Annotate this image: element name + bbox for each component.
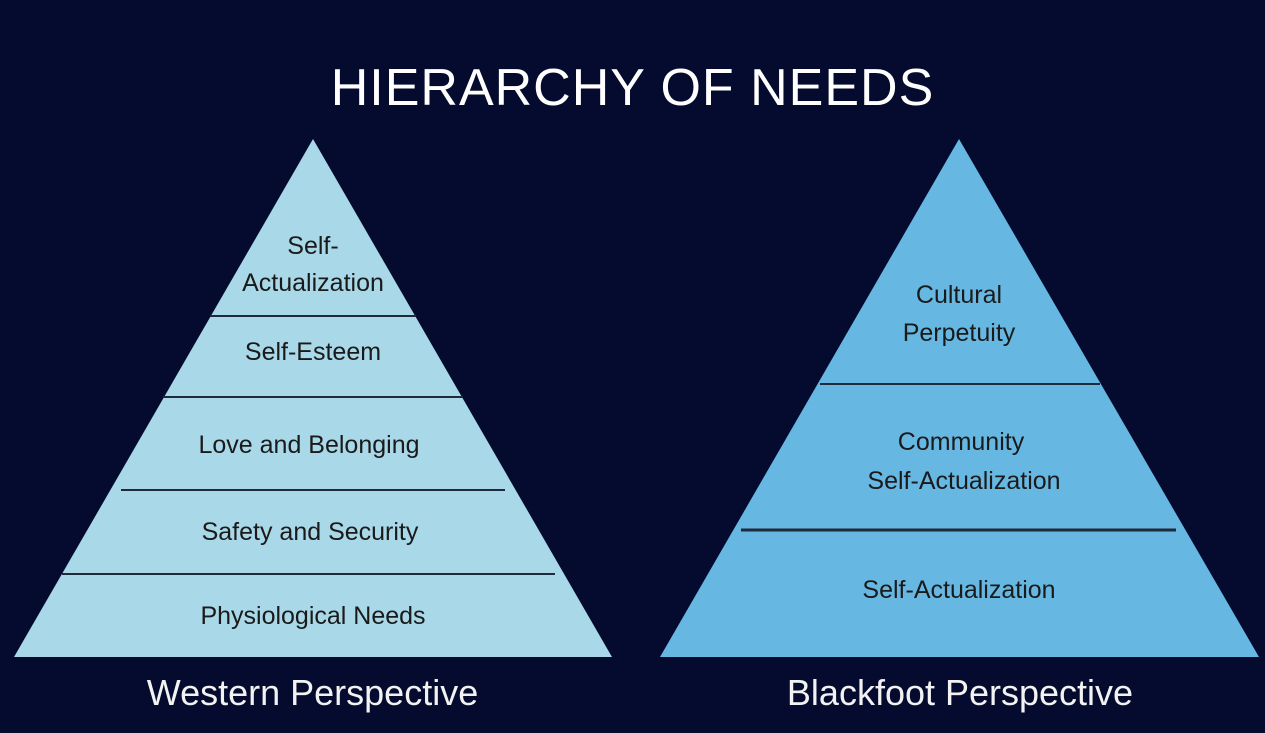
western-pyramid: Self- Actualization Self-Esteem Love and…	[14, 139, 612, 657]
western-tier-1-line-1: Self-	[287, 232, 338, 260]
blackfoot-tier-1-line-2: Perpetuity	[903, 319, 1016, 347]
western-tier-4-label: Safety and Security	[202, 518, 419, 546]
blackfoot-pyramid-shape	[660, 139, 1259, 657]
blackfoot-tier-3-label: Self-Actualization	[862, 576, 1055, 604]
western-tier-2-label: Self-Esteem	[245, 338, 381, 366]
western-tier-3-label: Love and Belonging	[198, 431, 419, 459]
blackfoot-pyramid: Cultural Perpetuity Community Self-Actua…	[660, 139, 1259, 657]
blackfoot-tier-1-line-1: Cultural	[916, 281, 1002, 309]
western-caption: Western Perspective	[146, 672, 479, 713]
blackfoot-caption: Blackfoot Perspective	[786, 672, 1134, 713]
western-tier-5-label: Physiological Needs	[200, 602, 425, 630]
blackfoot-tier-2-line-1: Community	[898, 428, 1025, 456]
slide-title: HIERARCHY OF NEEDS	[330, 59, 935, 117]
blackfoot-tier-2-line-2: Self-Actualization	[867, 467, 1060, 495]
western-tier-1-line-2: Actualization	[242, 269, 384, 297]
